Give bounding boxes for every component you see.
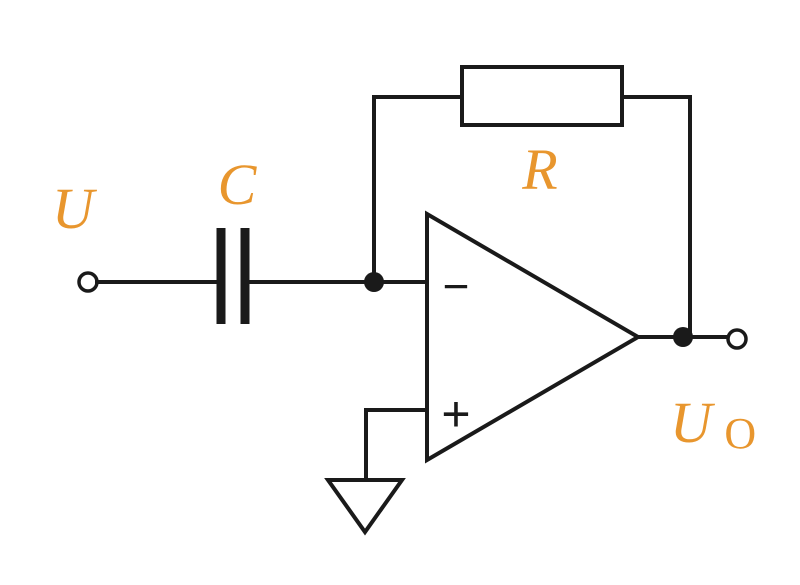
feedback-wire-right [620, 95, 692, 339]
resistor [460, 65, 624, 127]
output-junction-node [673, 327, 693, 347]
input-label: U [52, 176, 98, 241]
output-label-main: U [670, 390, 716, 455]
inverting-sign: − [443, 260, 470, 312]
ground-symbol [324, 478, 406, 536]
inverting-junction-node [364, 272, 384, 292]
opamp-triangle [425, 210, 642, 464]
output-terminal [726, 328, 748, 350]
capacitor [216, 228, 250, 324]
noninverting-sign: + [441, 386, 470, 442]
output-label-subscript: O [724, 409, 756, 458]
resistor-label: R [521, 137, 557, 202]
output-label: U O [670, 390, 756, 458]
input-terminal [77, 271, 99, 293]
feedback-wire-left [372, 95, 464, 284]
ground-wire [364, 408, 429, 480]
capacitor-label: C [218, 152, 258, 217]
